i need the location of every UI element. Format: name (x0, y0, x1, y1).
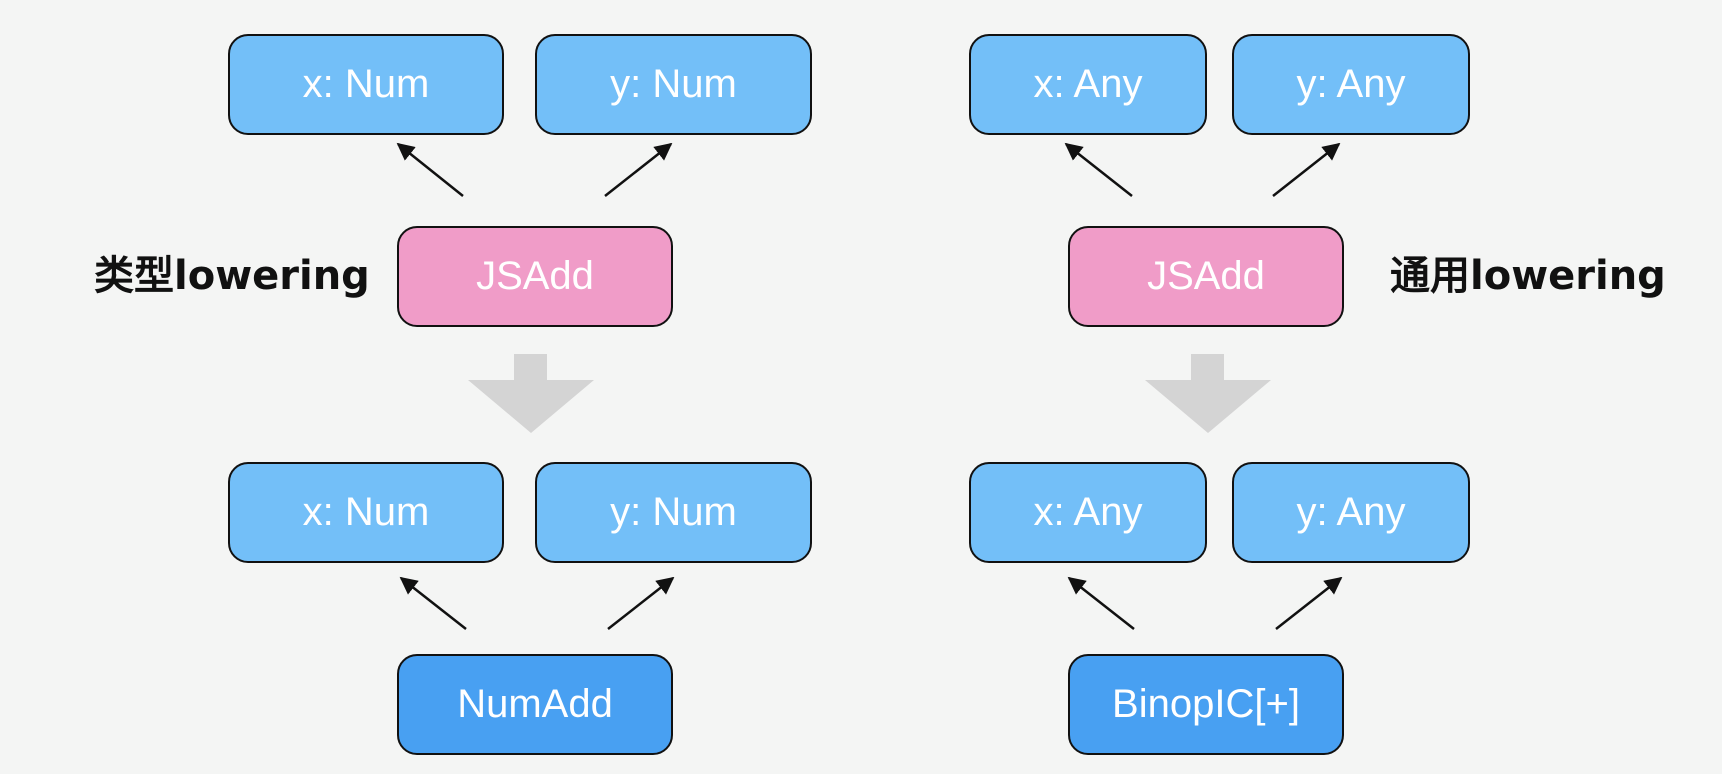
right-before-op-node: JSAdd (1068, 226, 1344, 327)
left-after-x-node: x: Num (228, 462, 504, 563)
edge-right-after-x (1067, 576, 1135, 630)
edge-left-before-y (604, 142, 673, 197)
edge-left-after-x (399, 576, 467, 630)
left-before-y-node: y: Num (535, 34, 812, 135)
right-lowering-label: 通用lowering (1390, 253, 1666, 299)
left-after-op-node: NumAdd (397, 654, 673, 755)
left-before-x-node: x: Num (228, 34, 504, 135)
edge-left-after-y (607, 576, 675, 630)
edge-right-after-y (1275, 576, 1343, 630)
right-before-x-node: x: Any (969, 34, 1207, 135)
left-after-y-node: y: Num (535, 462, 812, 563)
left-lowering-label: 类型lowering (94, 253, 370, 299)
edge-left-before-x (396, 142, 464, 197)
right-after-op-node: BinopIC[+] (1068, 654, 1344, 755)
edge-right-before-x (1064, 142, 1133, 197)
left-before-op-node: JSAdd (397, 226, 673, 327)
right-transform-arrow (1145, 354, 1271, 433)
right-before-y-node: y: Any (1232, 34, 1470, 135)
left-transform-arrow (468, 354, 594, 433)
right-after-x-node: x: Any (969, 462, 1207, 563)
right-after-y-node: y: Any (1232, 462, 1470, 563)
edge-right-before-y (1272, 142, 1341, 197)
